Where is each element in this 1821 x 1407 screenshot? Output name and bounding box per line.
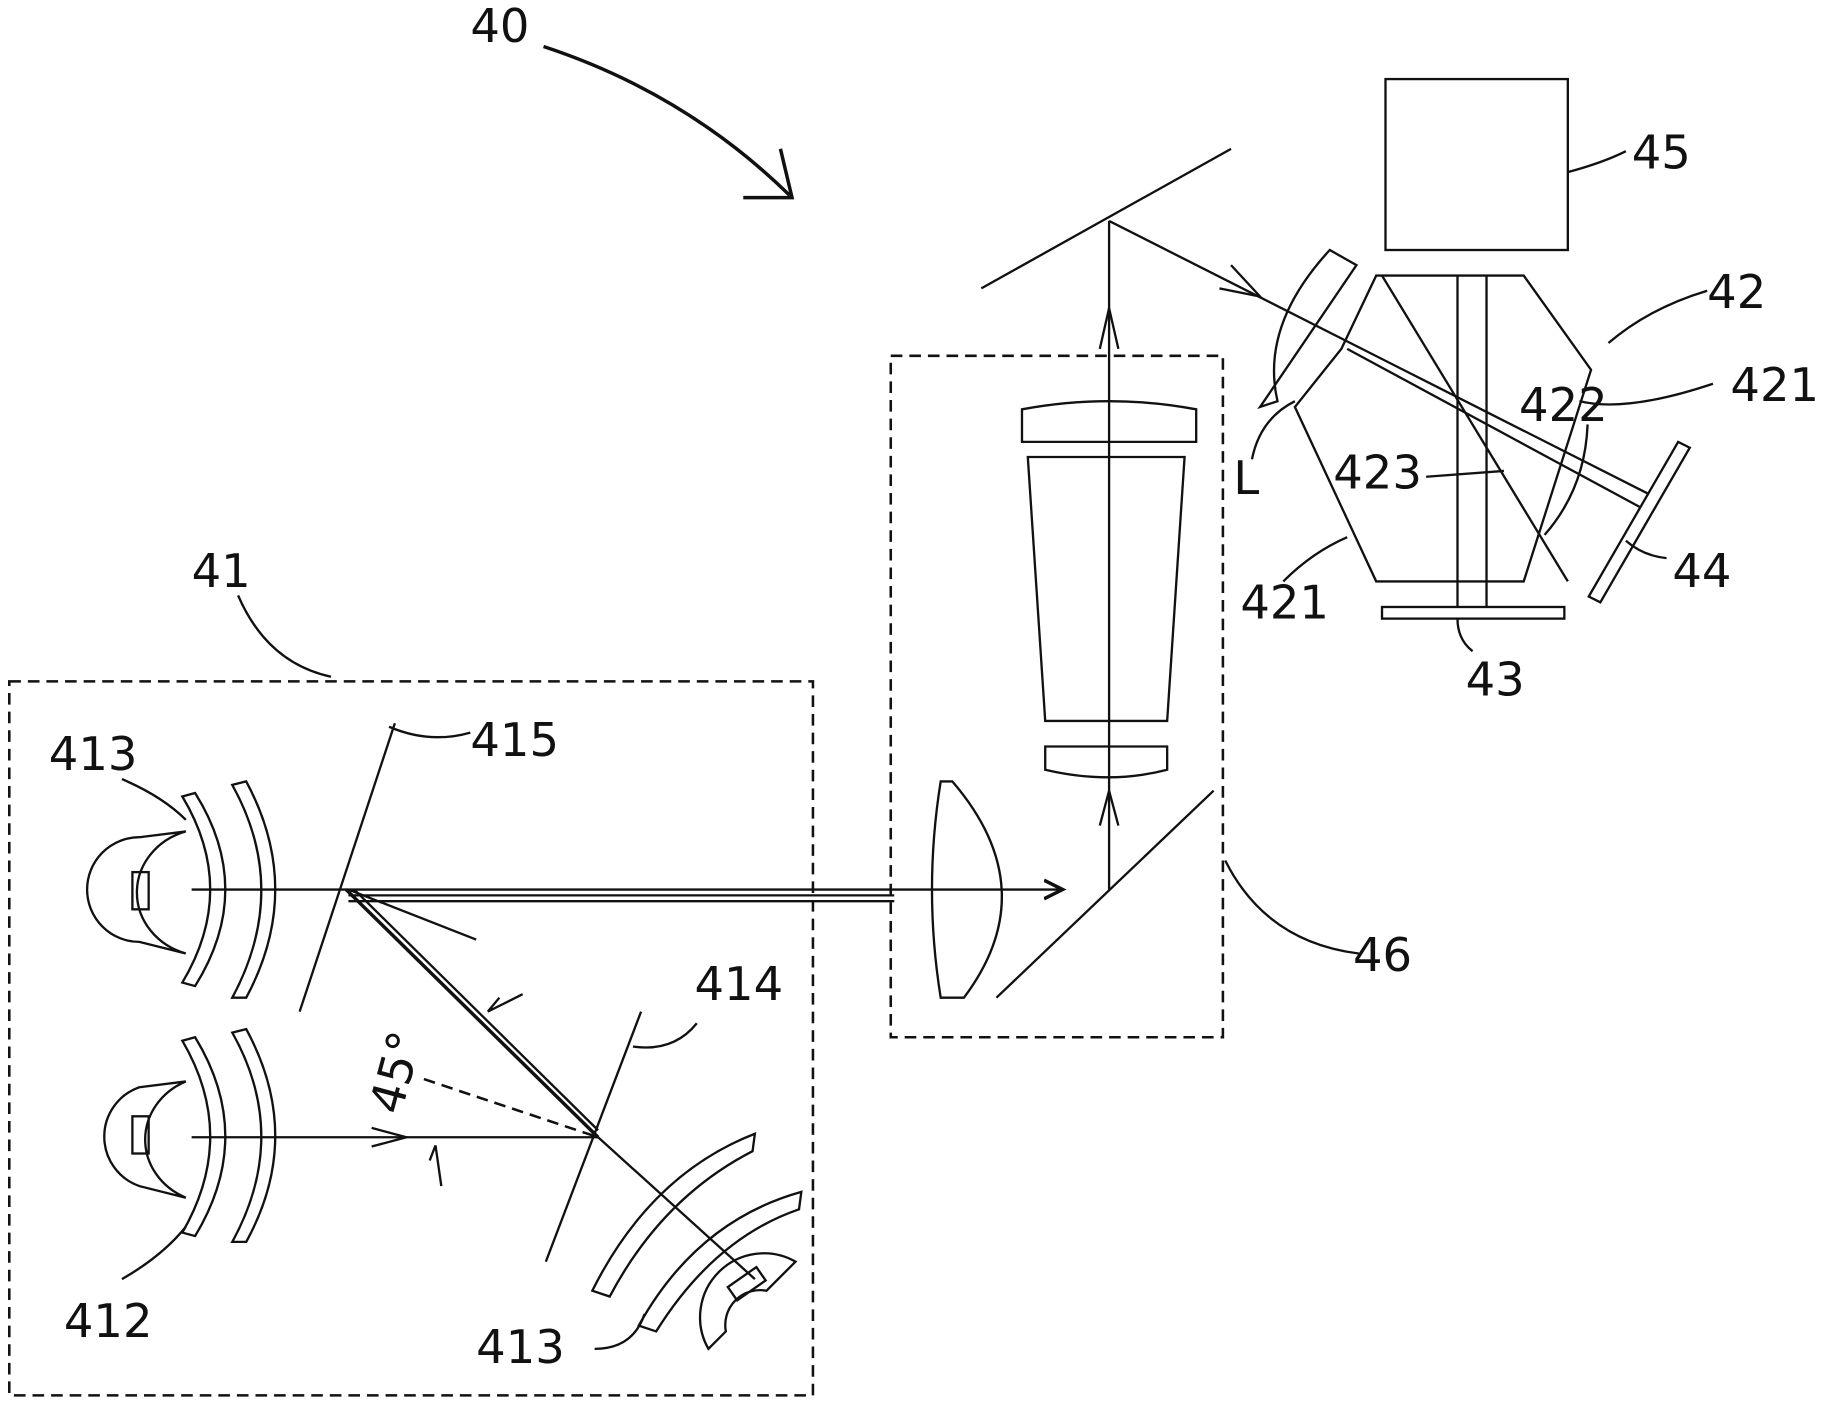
leader-412: [122, 1227, 186, 1279]
leader-46: [1225, 860, 1359, 953]
leader-423: [1426, 471, 1504, 477]
label-43: 43: [1466, 652, 1525, 706]
label-413-bottom: 413: [476, 1320, 565, 1374]
leader-42: [1608, 291, 1707, 343]
angle-arrow-lower-icon: [430, 1145, 442, 1186]
label-40: 40: [470, 0, 529, 53]
leader-413-top: [122, 779, 186, 820]
dichroic-mirror-415: [300, 723, 395, 1011]
leader-414: [633, 1023, 697, 1047]
angle-label: 45°: [359, 1026, 432, 1120]
label-415: 415: [470, 713, 559, 767]
label-422: 422: [1519, 378, 1608, 432]
top-mirror: [981, 149, 1231, 289]
leader-45: [1568, 151, 1626, 172]
reflected-ray: [348, 890, 476, 940]
label-421-right: 421: [1730, 358, 1819, 412]
label-421-left: 421: [1240, 576, 1329, 630]
leader-415: [389, 727, 470, 737]
label-l: L: [1233, 451, 1259, 505]
beam-to-lamp: [598, 1137, 755, 1279]
leader-43: [1457, 619, 1472, 652]
label-42: 42: [1707, 265, 1766, 319]
label-46: 46: [1353, 928, 1412, 982]
leader-41: [238, 595, 331, 676]
label-423: 423: [1333, 445, 1422, 499]
leader-413-bottom: [595, 1314, 645, 1349]
fold-mirror: [996, 791, 1213, 998]
lamp-middle: [104, 1029, 275, 1242]
label-413-top: 413: [49, 727, 138, 781]
panel-43: [1382, 607, 1564, 619]
angle-reference-line: [424, 1079, 598, 1137]
label-45: 45: [1632, 126, 1691, 180]
lens-bottom: [1045, 747, 1167, 778]
system-arrow: [544, 47, 790, 196]
projection-unit-45: [1385, 79, 1567, 250]
label-414: 414: [694, 957, 783, 1011]
lens-tapered: [1028, 457, 1185, 721]
label-44: 44: [1672, 544, 1731, 598]
angle-arrow-upper-icon: [488, 994, 523, 1011]
label-41: 41: [192, 544, 251, 598]
lens-l: [1260, 250, 1356, 407]
label-412: 412: [64, 1294, 153, 1348]
leader-422: [1545, 424, 1588, 534]
lamp-bottom: [592, 1134, 801, 1349]
